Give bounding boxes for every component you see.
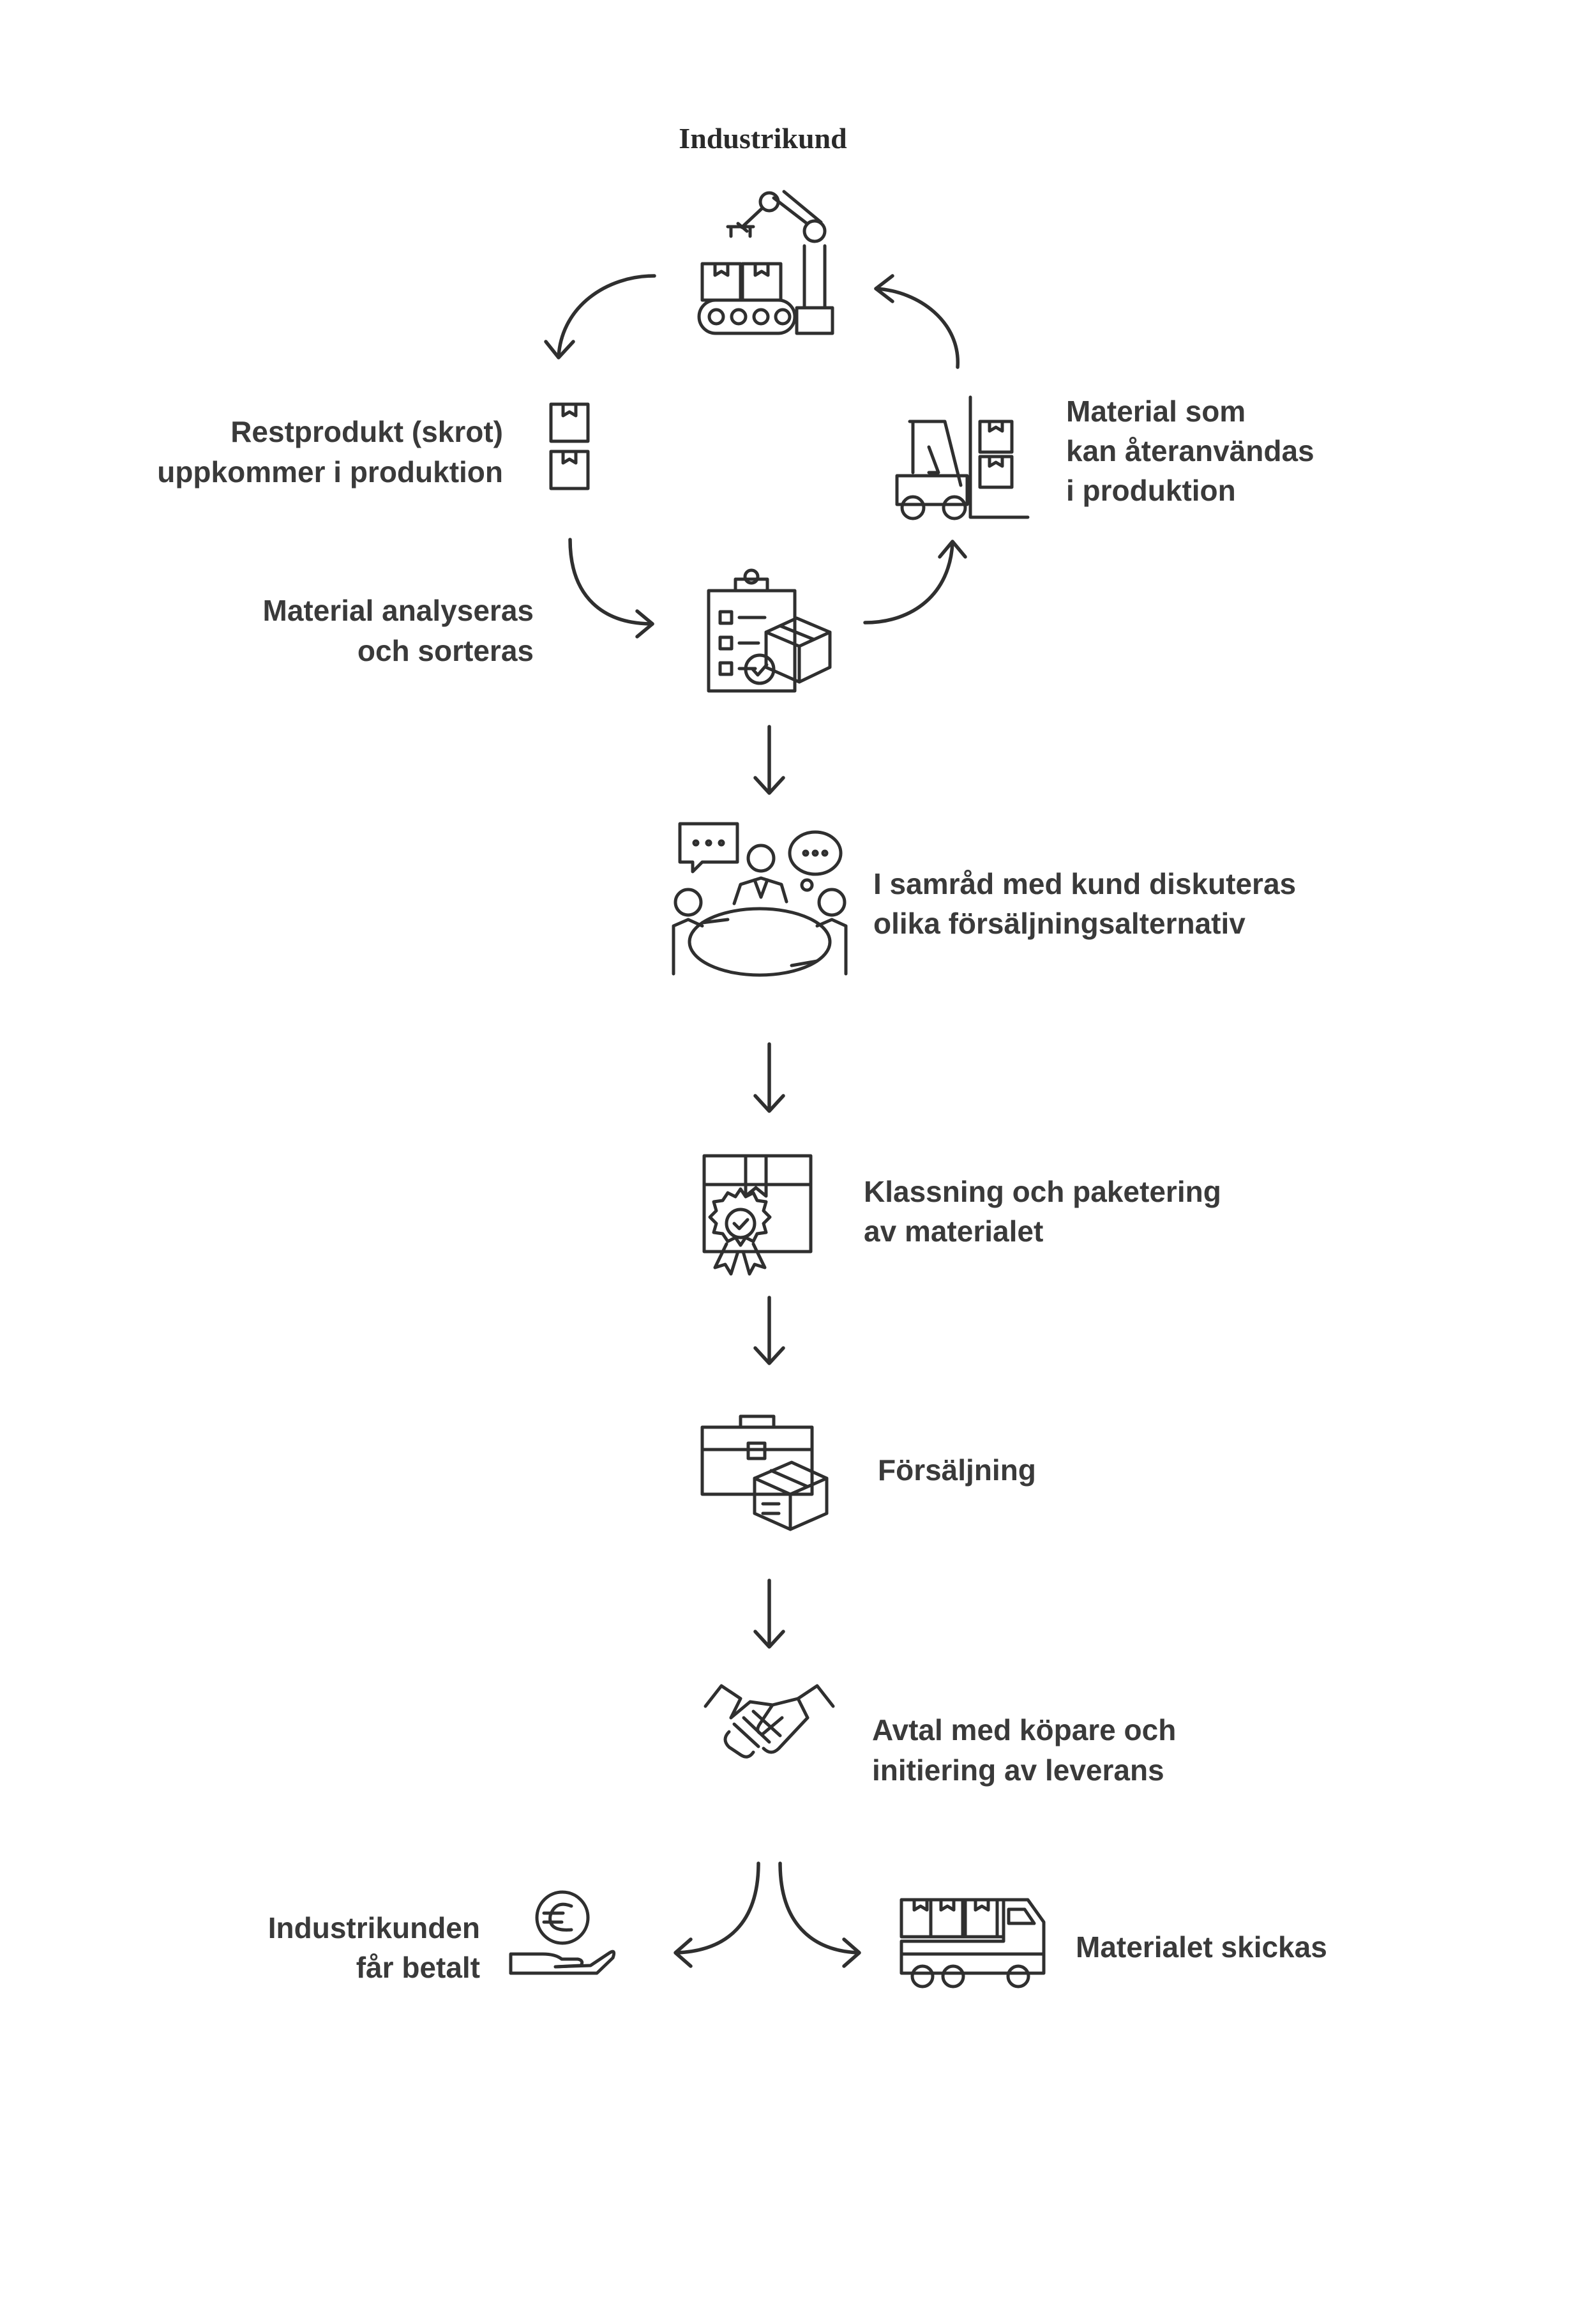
flow-arrows — [544, 274, 967, 1968]
arrow-analyze-to-reuse — [863, 541, 954, 625]
label-consult-line-2: olika försäljningsalternativ — [873, 907, 1246, 940]
forklift-icon — [895, 395, 1030, 520]
label-scrap-line-2: uppkommer i produktion — [157, 455, 503, 489]
label-reuse: Material som kan återanvändas i produkti… — [1066, 395, 1314, 507]
label-classify-line-2: av materialet — [864, 1215, 1043, 1248]
label-reuse-line-3: i produktion — [1066, 474, 1236, 507]
arrow-customer-to-scrap — [557, 274, 656, 358]
arrow-classify-to-sale-head — [753, 1346, 785, 1365]
label-analyze-line-2: och sorteras — [358, 634, 534, 667]
euro-hand-icon — [509, 1890, 616, 1975]
diagram-title: Industrikund — [679, 122, 847, 155]
handshake-icon — [704, 1684, 835, 1759]
label-shipped: Materialet skickas — [1076, 1930, 1327, 1964]
label-analyze-line-1: Material analyseras — [263, 594, 534, 627]
arrow-sale-to-agreement-head — [753, 1630, 785, 1649]
arrow-agreement-to-shipped — [778, 1861, 861, 1955]
arrow-scrap-to-analyze — [568, 538, 654, 626]
arrow-agreement-to-shipped-head — [842, 1937, 861, 1968]
label-paid-line-2: får betalt — [356, 1951, 480, 1984]
robot-arm-conveyor-icon — [697, 190, 834, 335]
stacked-boxes-icon — [549, 402, 590, 490]
arrow-reuse-to-customer-head — [874, 274, 894, 303]
arrow-agreement-to-paid — [675, 1861, 760, 1955]
label-paid: Industrikunden får betalt — [268, 1911, 480, 1984]
label-sale-line-1: Försäljning — [878, 1453, 1036, 1487]
label-consult: I samråd med kund diskuteras olika försä… — [873, 867, 1296, 940]
label-classify: Klassning och paketering av materialet — [864, 1175, 1221, 1248]
arrow-agreement-to-paid-head — [674, 1937, 693, 1968]
briefcase-box-icon — [700, 1414, 829, 1531]
label-reuse-line-2: kan återanvändas — [1066, 434, 1314, 467]
clipboard-box-check-icon — [707, 568, 832, 693]
label-agreement-line-2: initiering av leverans — [872, 1754, 1164, 1787]
arrow-analyze-to-reuse-head — [938, 540, 967, 559]
label-consult-line-1: I samråd med kund diskuteras — [873, 867, 1296, 900]
label-sale: Försäljning — [878, 1453, 1036, 1487]
label-shipped-line-1: Materialet skickas — [1076, 1930, 1327, 1964]
label-agreement-line-1: Avtal med köpare och — [872, 1713, 1176, 1746]
label-agreement: Avtal med köpare och initiering av lever… — [872, 1713, 1176, 1787]
box-certificate-icon — [702, 1154, 813, 1276]
arrow-consult-to-classify-head — [753, 1094, 785, 1113]
label-scrap-line-1: Restprodukt (skrot) — [230, 415, 503, 448]
arrow-reuse-to-customer — [874, 287, 960, 369]
arrow-customer-to-scrap-head — [544, 340, 575, 360]
delivery-truck-icon — [900, 1898, 1046, 1988]
label-reuse-line-1: Material som — [1066, 395, 1246, 428]
arrow-scrap-to-analyze-head — [635, 609, 654, 639]
label-scrap: Restprodukt (skrot) uppkommer i produkti… — [157, 415, 503, 489]
label-analyze: Material analyseras och sorteras — [263, 594, 534, 667]
arrow-analyze-to-consult-head — [753, 776, 785, 795]
label-classify-line-1: Klassning och paketering — [864, 1175, 1221, 1208]
meeting-table-icon — [672, 822, 848, 977]
label-paid-line-1: Industrikunden — [268, 1911, 480, 1944]
